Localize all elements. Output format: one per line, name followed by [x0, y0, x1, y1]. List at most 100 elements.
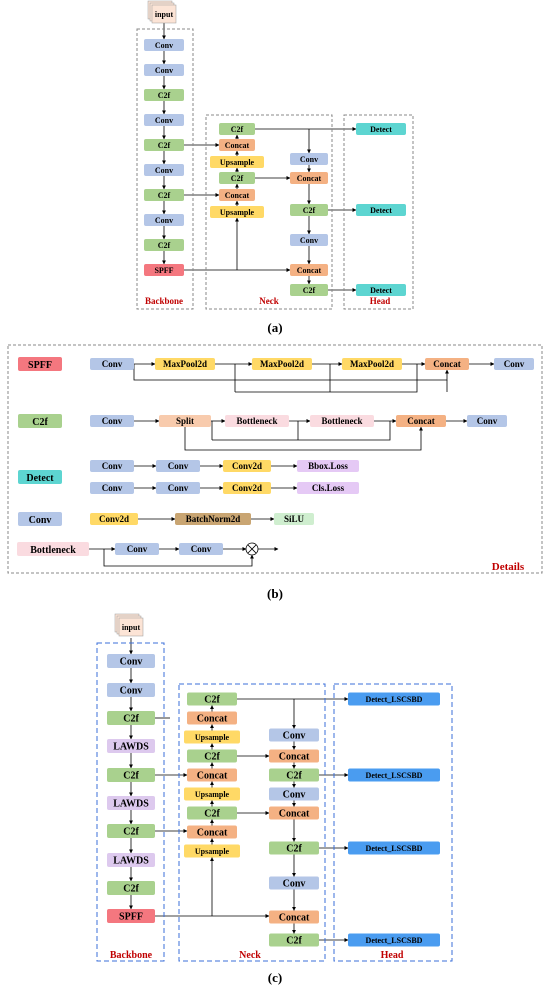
block-label: Conv	[300, 155, 318, 164]
c-backbone-c2f-2: C2f	[107, 711, 155, 725]
block-label: Upsample	[220, 158, 255, 167]
panel-c-caption: (c)	[268, 970, 282, 985]
c-neck-left-upsample-2: Upsample	[184, 730, 240, 744]
block-box	[310, 415, 374, 427]
block-label: Conv	[300, 236, 318, 245]
a-neck-right-concat-4: Concat	[290, 264, 328, 276]
a-backbone-frame	[136, 28, 194, 310]
block-box	[156, 482, 200, 494]
block-label: Conv	[120, 686, 143, 697]
block-label: Conv	[155, 166, 173, 175]
block-box	[175, 513, 251, 525]
c-neck-left-upsample-5: Upsample	[184, 787, 240, 801]
block-label: Conv	[155, 41, 173, 50]
block-label: MaxPool2d	[260, 359, 304, 369]
block-label: Concat	[297, 174, 322, 183]
block-box	[90, 513, 138, 525]
block-label: LAWDS	[113, 799, 149, 810]
block-box	[269, 910, 319, 924]
block-label: Concat	[279, 752, 310, 763]
block-box	[107, 909, 155, 923]
c-neck-left-concat-1: Concat	[187, 711, 237, 725]
block-box	[290, 172, 328, 184]
a-backbone-c2f-2: C2f	[144, 89, 184, 101]
block-label: Concat	[407, 416, 435, 426]
block-box	[144, 189, 184, 201]
block-box	[107, 739, 155, 753]
block-box	[107, 683, 155, 697]
block-box	[90, 460, 134, 472]
block-box	[115, 543, 159, 555]
block-box	[225, 415, 289, 427]
row-label-text: C2f	[32, 417, 48, 428]
block-box	[144, 89, 184, 101]
block-label: SPFF	[119, 912, 143, 923]
block-box	[90, 482, 134, 494]
c-backbone-lawds-3: LAWDS	[107, 739, 155, 753]
a-backbone-conv-5: Conv	[144, 164, 184, 176]
c-neck-left-c2f-0: C2f	[187, 692, 237, 706]
block-label: Detect_LSCSBD	[366, 844, 423, 853]
a-neck-right-conv-0: Conv	[290, 153, 328, 165]
block-label: Conv	[504, 359, 525, 369]
c-neck-label: Neck	[239, 950, 261, 961]
a-head-label: Head	[370, 296, 391, 306]
block-label: Upsample	[195, 847, 230, 856]
block-label: Conv	[155, 116, 173, 125]
b-row-label-conv: Conv	[18, 512, 62, 526]
c-backbone-c2f-4: C2f	[107, 768, 155, 782]
a-head-frame	[343, 114, 414, 310]
block-label: Detect_LSCSBD	[366, 936, 423, 945]
b-conv-conv2d-0: Conv2d	[90, 513, 138, 525]
c-neck-frame	[178, 683, 326, 962]
block-label: Concat	[197, 771, 228, 782]
c-head-label: Head	[381, 950, 404, 961]
block-label: Bbox.Loss	[308, 461, 348, 471]
c-backbone-c2f-8: C2f	[107, 881, 155, 895]
connector-lines	[89, 23, 495, 942]
panel-a-caption: (a)	[267, 320, 282, 335]
block-box	[144, 239, 184, 251]
block-label: C2f	[231, 125, 244, 134]
block-box	[187, 806, 237, 820]
block-box	[356, 284, 406, 296]
block-box	[290, 204, 328, 216]
block-label: Detect	[370, 206, 392, 215]
block-label: C2f	[123, 827, 139, 838]
block-box	[187, 692, 237, 706]
block-label: C2f	[158, 91, 171, 100]
block-label: Conv2d	[232, 483, 262, 493]
block-box	[252, 358, 312, 370]
c-backbone-lawds-7: LAWDS	[107, 853, 155, 867]
c-backbone-c2f-6: C2f	[107, 824, 155, 838]
a-backbone-conv-0: Conv	[144, 39, 184, 51]
block-label: C2f	[123, 771, 139, 782]
block-label: Concat	[225, 141, 250, 150]
block-label: Concat	[297, 266, 322, 275]
c-head-detect-lscsbd-0: Detect_LSCSBD	[348, 692, 440, 706]
block-box	[348, 768, 440, 782]
block-label: LAWDS	[113, 742, 149, 753]
block-label: C2f	[286, 844, 302, 855]
a-neck-left-upsample-5: Upsample	[210, 206, 264, 218]
b-detect2-conv2d-2: Conv2d	[223, 482, 271, 494]
block-box	[107, 711, 155, 725]
block-box	[184, 730, 240, 744]
row-label-box	[18, 414, 62, 428]
b-spff-concat-4: Concat	[425, 358, 469, 370]
block-box	[159, 415, 211, 427]
block-label: C2f	[303, 286, 316, 295]
block-label: Concat	[225, 191, 250, 200]
b-c2f-conv-0: Conv	[90, 415, 134, 427]
block-label: Conv	[283, 879, 306, 890]
c-backbone-label: Backbone	[110, 950, 153, 961]
block-label: SPFF	[154, 266, 173, 275]
block-label: C2f	[286, 771, 302, 782]
block-box	[356, 204, 406, 216]
block-label: LAWDS	[113, 856, 149, 867]
b-spff-maxpool2d-1: MaxPool2d	[155, 358, 215, 370]
a-backbone-c2f-6: C2f	[144, 189, 184, 201]
block-label: C2f	[204, 809, 220, 820]
block-box	[107, 881, 155, 895]
block-label: C2f	[123, 714, 139, 725]
